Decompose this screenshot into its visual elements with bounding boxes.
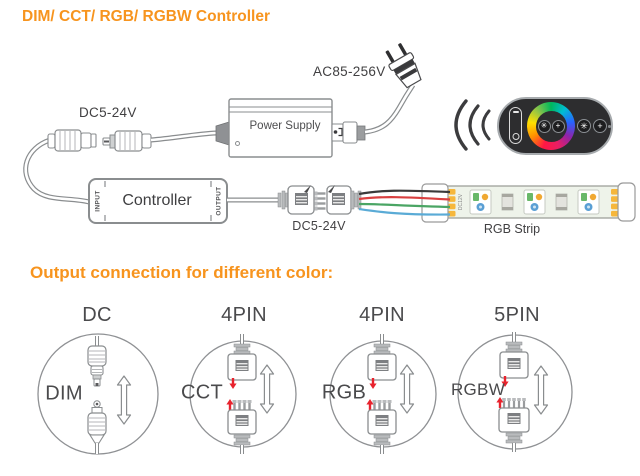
- led-strip: [421, 182, 636, 223]
- dc-jack-female-icon: [47, 129, 97, 152]
- type-label-rgb: RGB: [321, 381, 367, 404]
- four-pin-male-connector-icon: [314, 185, 362, 215]
- psu-to-ac-plug-cable: [364, 83, 416, 135]
- touch-slider: [509, 107, 522, 144]
- plus-button: +: [551, 119, 565, 133]
- remote-control: ✳ + ✳ +: [497, 97, 613, 155]
- increase-button: +: [593, 119, 607, 133]
- asterisk-icon: ✳: [580, 120, 588, 131]
- four-pin-female-connector-icon: [277, 185, 315, 215]
- plug-to-psu-cable: [150, 130, 217, 143]
- pin-count-label-1: DC: [82, 304, 112, 326]
- brightness-icon: ✳: [540, 121, 548, 130]
- section-title: Output connection for different color:: [30, 263, 334, 282]
- dc-input-voltage-label: DC5-24V: [79, 105, 137, 120]
- dc-plug-male-icon: [102, 130, 152, 152]
- strip-end-cap: [617, 182, 636, 222]
- type-label-cct: CCT: [180, 381, 224, 404]
- dc-output-voltage-label: DC5-24V: [292, 219, 346, 233]
- output-port-label: OUTPUT: [215, 186, 223, 216]
- brightness-button: ✳: [537, 119, 551, 133]
- strip-voltage-label: DC12V: [458, 193, 464, 211]
- color-wheel-icon: ✳ +: [527, 102, 575, 150]
- indicator-dot: [608, 125, 611, 128]
- input-cable: [23, 137, 90, 205]
- wireless-signal-icon: [454, 99, 491, 151]
- power-supply-box: [215, 98, 366, 158]
- resistors: [501, 193, 568, 211]
- type-label-rgbw: RGBW: [450, 380, 506, 399]
- rgb-strip-label: RGB Strip: [483, 222, 541, 236]
- ac-voltage-label: AC85-256V: [313, 64, 386, 79]
- wheel-center: ✳ +: [535, 110, 567, 142]
- page-title: DIM/ CCT/ RGB/ RGBW Controller: [22, 8, 270, 25]
- type-label-dim: DIM: [45, 382, 83, 405]
- pin-count-label-2: 4PIN: [221, 304, 267, 326]
- controller-label: Controller: [122, 192, 192, 209]
- input-port-label: INPUT: [94, 190, 102, 212]
- slider-circle-icon: [512, 133, 519, 140]
- pin-count-label-4: 5PIN: [494, 304, 540, 326]
- led-chips: [469, 189, 600, 215]
- dc-plug-pair-icon: [87, 336, 107, 454]
- pin-count-label-3: 4PIN: [359, 304, 405, 326]
- plus-icon: +: [597, 120, 603, 131]
- plus-icon: +: [555, 121, 561, 130]
- speed-button: ✳: [577, 119, 591, 133]
- wire-bundle: [358, 189, 451, 216]
- power-supply-label: Power Supply: [249, 120, 321, 132]
- slider-dash-icon: [512, 111, 519, 113]
- strip-wire-clip: [421, 183, 449, 223]
- ac-plug-icon: [385, 43, 422, 89]
